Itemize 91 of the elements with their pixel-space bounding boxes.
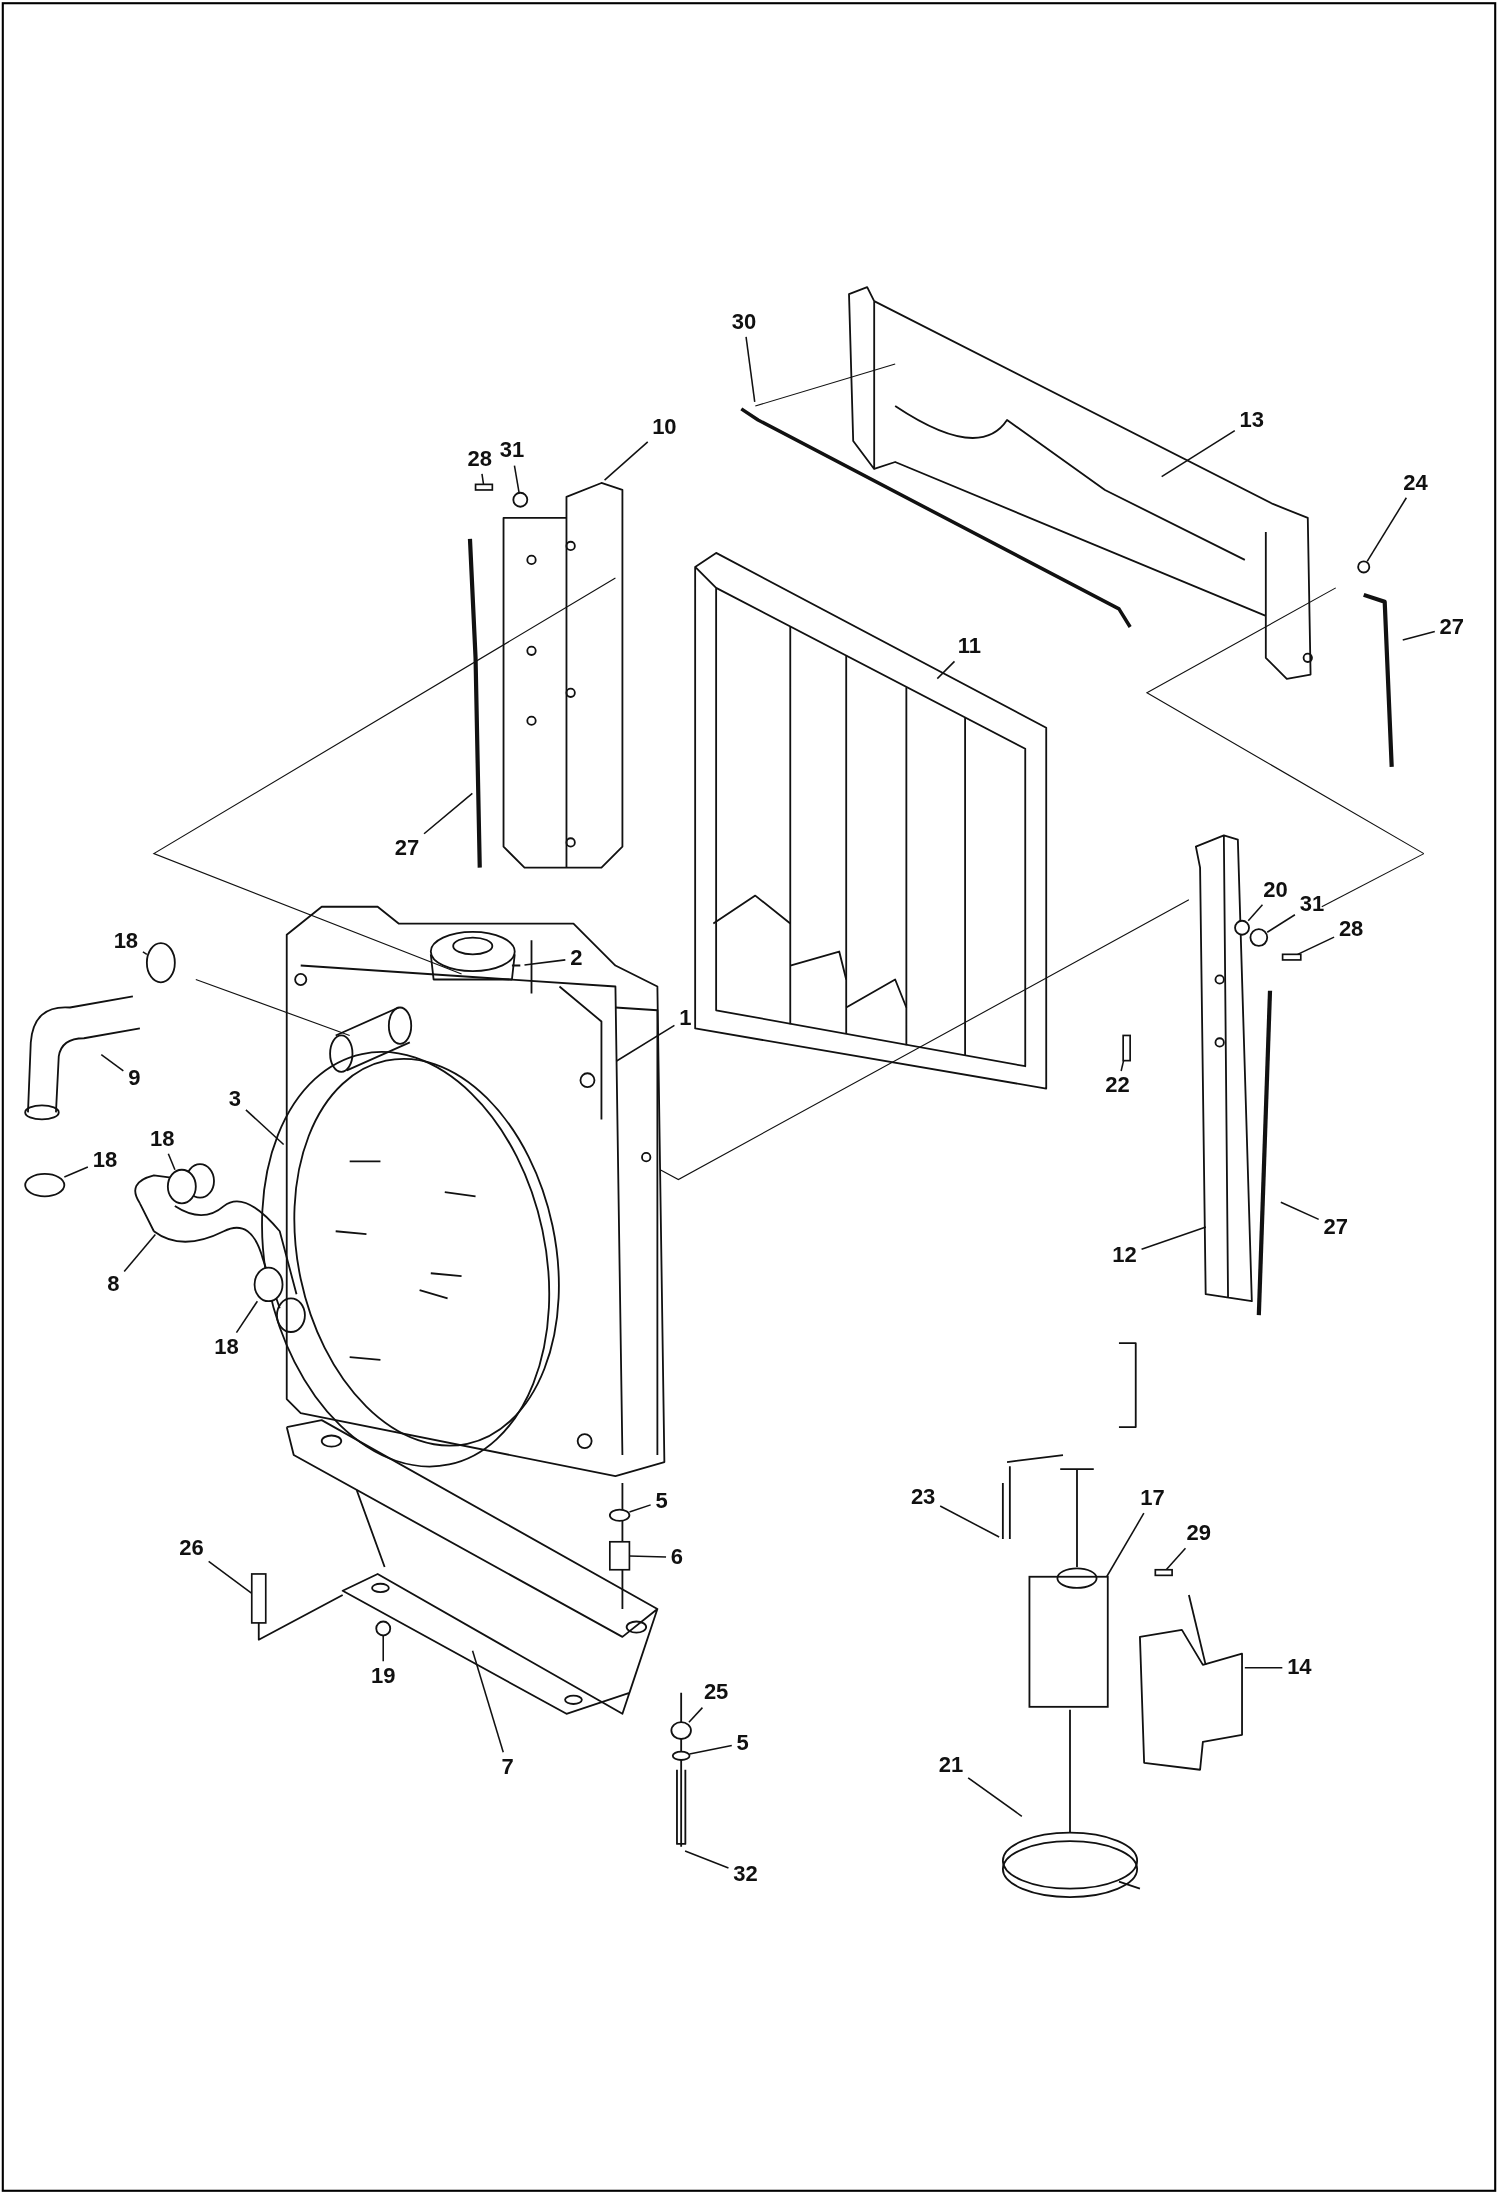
callout-number: 23 [908,1484,938,1509]
washer [671,1750,691,1761]
nut [375,1620,392,1637]
callout-number: 9 [126,1066,143,1091]
washer [512,491,529,508]
leader-line [100,1053,125,1072]
callout-number: 2 [568,946,585,971]
screw [1154,1568,1173,1577]
tank [1028,1575,1109,1708]
leader-line [603,441,649,481]
callout-number: 8 [105,1272,122,1296]
spacer [670,1721,692,1740]
callout-number: 19 [369,1663,398,1688]
leader-line [235,1300,259,1334]
callout-number: 20 [1261,877,1290,902]
callout-number: 7 [499,1754,516,1779]
callout-number: 5 [734,1730,751,1755]
leader-line [167,1153,176,1171]
callout-number: 18 [148,1126,177,1151]
bolt [250,1573,267,1624]
callout-number: 6 [668,1544,686,1569]
callout-number: 13 [1237,407,1267,432]
spacer [609,1540,631,1571]
leader-line [1105,1512,1145,1578]
callout-number: 27 [1321,1214,1350,1239]
callout-number: 22 [1103,1073,1132,1098]
leader-line [523,959,567,966]
nut [1357,560,1371,574]
callout-number: 27 [1437,614,1467,639]
leader-line [123,1233,157,1273]
callout-number: 11 [955,634,983,659]
leader-line [628,1504,652,1513]
callout-number: 3 [226,1087,244,1112]
leader-line [513,464,520,494]
callout-number: 18 [212,1334,241,1359]
callout-number: 18 [111,929,141,954]
callout-number: 27 [392,835,422,860]
leader-line [1366,497,1408,563]
leader-line [684,1850,730,1869]
leader-line [207,1560,253,1595]
hose-clamp [166,1168,197,1205]
leader-line [1280,1201,1320,1221]
leader-line [63,1166,89,1178]
leader-line [688,1706,704,1723]
leader-line [936,660,956,680]
callout-number: 5 [653,1488,670,1513]
leader-line [1165,1547,1187,1571]
hose-clamp [253,1266,284,1303]
leader-line [481,473,485,486]
hose-clamp [24,1173,66,1198]
leader-line [688,1744,733,1755]
callout-number: 25 [701,1680,731,1705]
leader-line [1140,1226,1207,1250]
callout-number: 26 [177,1536,206,1561]
leader-line [423,792,474,835]
leader-line [245,1109,285,1146]
callout-number: 31 [1297,891,1327,916]
callout-number: 14 [1285,1655,1314,1680]
callout-number: 10 [650,414,679,439]
callout-number: 18 [90,1147,120,1172]
leader-line [1160,429,1236,478]
callout-number: 1 [677,1006,694,1031]
leader-line [1244,1666,1284,1669]
callout-number: 24 [1401,470,1430,495]
leader-line [967,1777,1023,1818]
callout-number: 32 [731,1862,760,1887]
leader-line [939,1505,1000,1538]
screw [1281,953,1302,961]
leader-line [1402,630,1436,641]
callout-number: 21 [936,1753,966,1778]
callout-number: 30 [729,309,759,334]
leader-line [615,1024,676,1062]
washer [1234,919,1250,936]
washer [1249,928,1269,947]
callout-number: 17 [1138,1486,1167,1510]
callout-number: 12 [1110,1242,1139,1267]
leader-line [471,1649,504,1753]
callout-number: 31 [497,438,527,463]
leader-line [382,1634,384,1662]
leader-line [1266,913,1296,933]
screw [474,483,494,491]
callout-number: 29 [1184,1520,1213,1545]
leader-line [745,336,756,403]
callout-number: 28 [465,446,494,471]
hose-clamp [145,942,176,984]
callout-number: 28 [1336,916,1366,941]
washer [608,1508,631,1522]
leader-line [1247,904,1264,922]
leader-line [1120,1059,1125,1072]
leader-line [142,951,148,956]
screw [1122,1034,1131,1062]
